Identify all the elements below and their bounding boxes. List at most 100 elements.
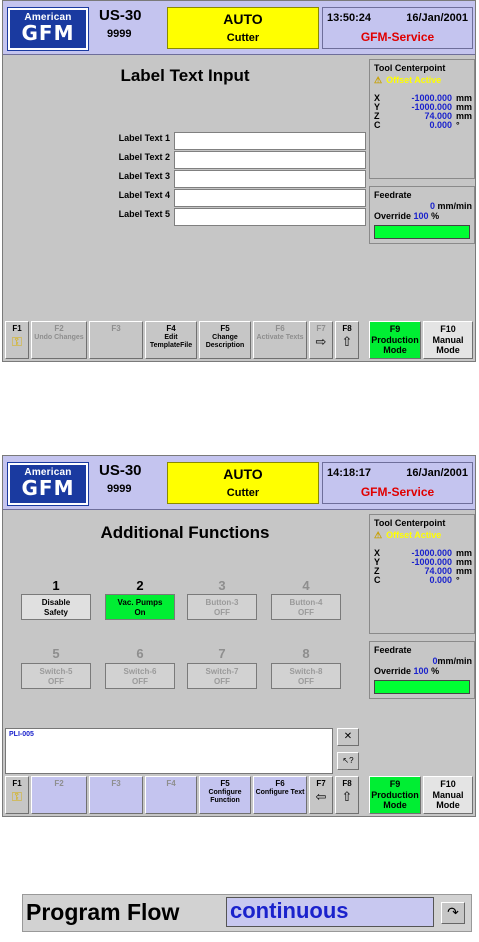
right-panel: Tool Centerpoint ⚠Offset Active X-1000.0… [369, 57, 475, 305]
arrow-up-icon: ⇧ [341, 334, 353, 349]
override-bar [374, 680, 470, 694]
label-text-1-input[interactable] [174, 132, 366, 150]
f2-key[interactable]: F2 [31, 776, 87, 814]
mode-label: AUTO [223, 11, 263, 27]
feedrate-box: Feedrate 0 mm/min Override 100 % [369, 186, 475, 244]
right-panel: Tool Centerpoint ⚠Offset Active X-1000.0… [369, 512, 475, 760]
message-box: PLI-005 [5, 728, 333, 774]
mode-label: AUTO [223, 466, 263, 482]
help-button[interactable]: ↖? [337, 752, 359, 770]
f1-key[interactable]: F1⚿ [5, 321, 29, 359]
header-bar: American GFM US-30 9999 AUTO Cutter 14:1… [3, 456, 475, 510]
feedrate-box: Feedrate 0mm/min Override 100 % [369, 641, 475, 699]
status-clock: 13:50:24 16/Jan/2001 GFM-Service [322, 7, 473, 49]
f4-key[interactable]: F4 [145, 776, 197, 814]
offset-warning: ⚠Offset Active [374, 75, 442, 85]
label-text-2-input[interactable] [174, 151, 366, 169]
mode-sub-label: Cutter [226, 487, 260, 499]
tool-centerpoint-box: Tool Centerpoint ⚠Offset Active X-1000.0… [369, 514, 475, 634]
f3-key[interactable]: F3 [89, 776, 143, 814]
override-value: Override 100 % [374, 666, 440, 676]
gfm-logo: American GFM [7, 462, 89, 506]
feedrate-value: 0mm/min [432, 656, 472, 666]
label-text-5-input[interactable] [174, 208, 366, 226]
mode-indicator: AUTO Cutter [167, 7, 319, 49]
f7-key[interactable]: F7⇦ [309, 776, 333, 814]
override-bar [374, 225, 470, 239]
machine-number: 9999 [107, 28, 132, 40]
date: 16/Jan/2001 [406, 467, 468, 479]
service-status: GFM-Service [360, 485, 435, 499]
label-text-3-input[interactable] [174, 170, 366, 188]
status-clock: 14:18:17 16/Jan/2001 GFM-Service [322, 462, 473, 504]
key-icon: ⚿ [12, 789, 22, 804]
page-title: Label Text Input [120, 66, 250, 85]
feedrate-value: 0 mm/min [429, 201, 472, 211]
date: 16/Jan/2001 [406, 12, 468, 24]
machine-info: US-30 9999 [99, 462, 159, 495]
warning-icon: ⚠ [374, 75, 383, 85]
tool-centerpoint-box: Tool Centerpoint ⚠Offset Active X-1000.0… [369, 59, 475, 179]
override-value: Override 100 % [374, 211, 440, 221]
machine-info: US-30 9999 [99, 7, 159, 40]
mode-indicator: AUTO Cutter [167, 462, 319, 504]
redo-arrow-icon: ↷ [447, 904, 459, 920]
program-flow-apply-button[interactable]: ↷ [441, 902, 465, 924]
label-text-4-input[interactable] [174, 189, 366, 207]
f8-key[interactable]: F8⇧ [335, 776, 359, 814]
time: 14:18:17 [327, 467, 372, 479]
service-status: GFM-Service [360, 30, 435, 44]
help-icon: ↖? [342, 756, 354, 765]
close-icon: ✕ [343, 731, 353, 742]
program-flow-select[interactable]: continuous [226, 897, 434, 927]
arrow-left-icon: ⇦ [315, 789, 327, 804]
offset-warning: ⚠Offset Active [374, 530, 442, 540]
page-title: Additional Functions [100, 523, 270, 542]
machine-name: US-30 [99, 462, 142, 479]
label-text-screen: American GFM US-30 9999 AUTO Cutter 13:5… [2, 0, 476, 362]
f3-key[interactable]: F3 [89, 321, 143, 359]
f8-key[interactable]: F8⇧ [335, 321, 359, 359]
machine-name: US-30 [99, 7, 142, 24]
program-flow-bar: Program Flow continuous ↷ [22, 894, 472, 932]
additional-functions-screen: American GFM US-30 9999 AUTO Cutter 14:1… [2, 455, 476, 817]
arrow-up-icon: ⇧ [341, 789, 353, 804]
machine-number: 9999 [107, 483, 132, 495]
f7-key[interactable]: F7⇨ [309, 321, 333, 359]
f1-key[interactable]: F1⚿ [5, 776, 29, 814]
message-text: PLI-005 [9, 731, 34, 738]
gfm-logo: American GFM [7, 7, 89, 51]
arrow-right-icon: ⇨ [315, 334, 327, 349]
close-message-button[interactable]: ✕ [337, 728, 359, 746]
program-flow-label: Program Flow [26, 899, 180, 925]
mode-sub-label: Cutter [226, 32, 260, 44]
key-icon: ⚿ [12, 334, 22, 349]
